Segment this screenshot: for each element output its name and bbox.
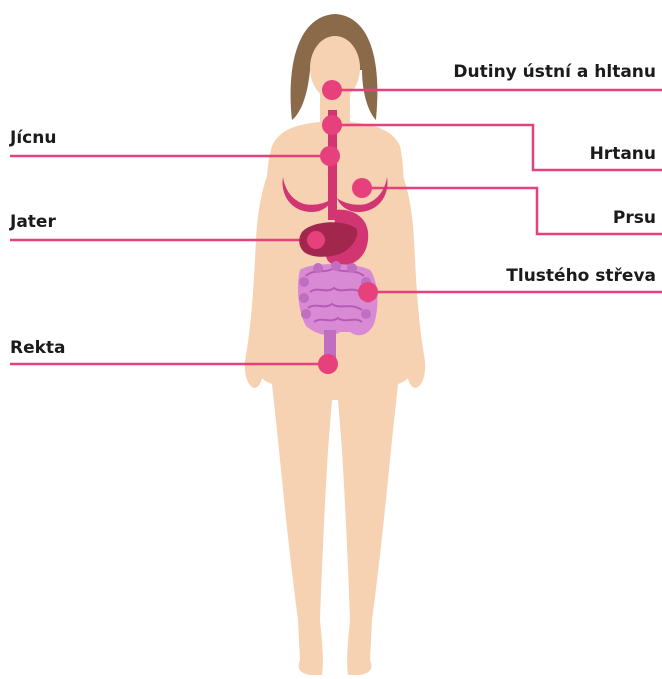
marker-tlusteho (358, 282, 378, 302)
label-rekta: Rekta (10, 338, 66, 358)
marker-rekta (318, 354, 338, 374)
marker-dutiny (322, 80, 342, 100)
label-dutiny: Dutiny ústní a hltanu (453, 62, 656, 82)
marker-jicnu (320, 146, 340, 166)
marker-hrtanu (322, 115, 342, 135)
label-prsu: Prsu (613, 208, 656, 228)
marker-prsu (352, 178, 372, 198)
marker-jater (307, 231, 325, 249)
label-jicnu: Jícnu (10, 128, 56, 148)
label-hrtanu: Hrtanu (590, 144, 656, 164)
label-jater: Jater (10, 212, 56, 232)
label-tlusteho: Tlustého střeva (506, 266, 656, 286)
